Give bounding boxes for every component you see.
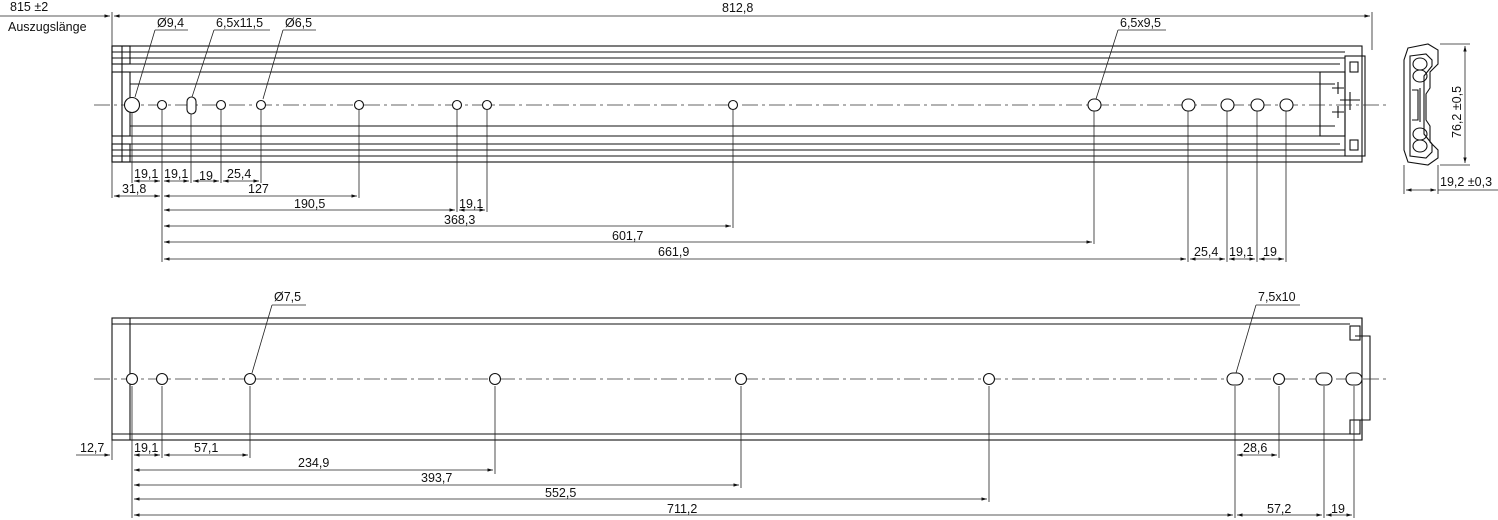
slot-6-5x9-5 [1087,98,1102,112]
dim-601-7: 601,7 [612,229,643,243]
bottom-rail-view [94,317,1388,441]
callout-d7-5: Ø7,5 [274,290,301,304]
top-rail-view [94,45,1388,163]
hole [481,99,493,111]
dim-190-5: 190,5 [294,197,325,211]
hole [215,99,227,111]
dim-393-7: 393,7 [421,471,452,485]
dim-19-1: 19,1 [134,167,158,181]
top-dimensions: 19,1 19,1 19 25,4 31,8 127 190,5 19,1 36… [111,110,1287,262]
slot [1181,98,1196,112]
slot [1220,98,1235,112]
dim-19: 19 [199,169,213,183]
hole [1272,372,1286,386]
hole [488,372,502,386]
hole-d9-4 [123,96,141,114]
dim-25-4: 25,4 [227,167,251,181]
bottom-callouts: Ø7,5 7,5x10 [251,290,1300,374]
dim-31-8: 31,8 [122,182,146,196]
dim-57-1: 57,1 [194,441,218,455]
side-profile-view: 76,2 ±0,5 19,2 ±0,3 [1403,43,1498,194]
callout-slot-7-5x10: 7,5x10 [1258,290,1296,304]
hole [734,372,748,386]
dim-127: 127 [248,182,269,196]
dim-25-4: 25,4 [1194,245,1218,259]
callout-d6-5: Ø6,5 [285,16,312,30]
dim-12-7: 12,7 [80,441,104,455]
dim-19-1: 19,1 [164,167,188,181]
hole-d7-5 [243,372,257,386]
dim-552-5: 552,5 [545,486,576,500]
hole [727,99,739,111]
dim-234-9: 234,9 [298,456,329,470]
slot-6-5x11-5 [186,96,197,115]
hole [451,99,463,111]
slot-7-5x10 [1226,372,1244,386]
callout-d9-4: Ø9,4 [157,16,184,30]
dim-28-6: 28,6 [1243,441,1267,455]
dim-661-9: 661,9 [658,245,689,259]
bottom-dimensions: 12,7 19,1 57,1 28,6 234,9 393,7 552,5 71… [76,386,1355,518]
top-length-dimensions: 815 ±2 Auszugslänge 812,8 [0,0,1373,50]
overall-length: 812,8 [722,1,753,15]
slot [1315,372,1333,386]
hole [155,372,169,386]
dim-19-1: 19,1 [134,441,158,455]
slot [1279,98,1294,112]
dim-height: 76,2 ±0,5 [1450,86,1464,138]
extension-value: 815 ±2 [10,0,48,14]
dim-368-3: 368,3 [444,213,475,227]
dim-19-1: 19,1 [1229,245,1253,259]
hole-d6-5 [255,99,267,111]
slot [1250,98,1265,112]
hole [125,372,139,386]
hole [156,99,168,111]
extension-label: Auszugslänge [8,20,87,34]
dim-711-2: 711,2 [667,502,697,516]
rail-profile [1403,43,1439,166]
dim-57-2: 57,2 [1267,502,1291,516]
hole [353,99,365,111]
dim-width: 19,2 ±0,3 [1440,175,1492,189]
dim-19: 19 [1263,245,1277,259]
dim-19: 19 [1331,502,1345,516]
hole [982,372,996,386]
top-callouts: Ø9,4 6,5x11,5 Ø6,5 6,5x9,5 [134,16,1166,100]
callout-slot-6-5x9-5: 6,5x9,5 [1120,16,1161,30]
callout-slot-6-5x11-5: 6,5x11,5 [216,16,263,30]
slot [1345,372,1363,386]
dim-19-1: 19,1 [459,197,483,211]
